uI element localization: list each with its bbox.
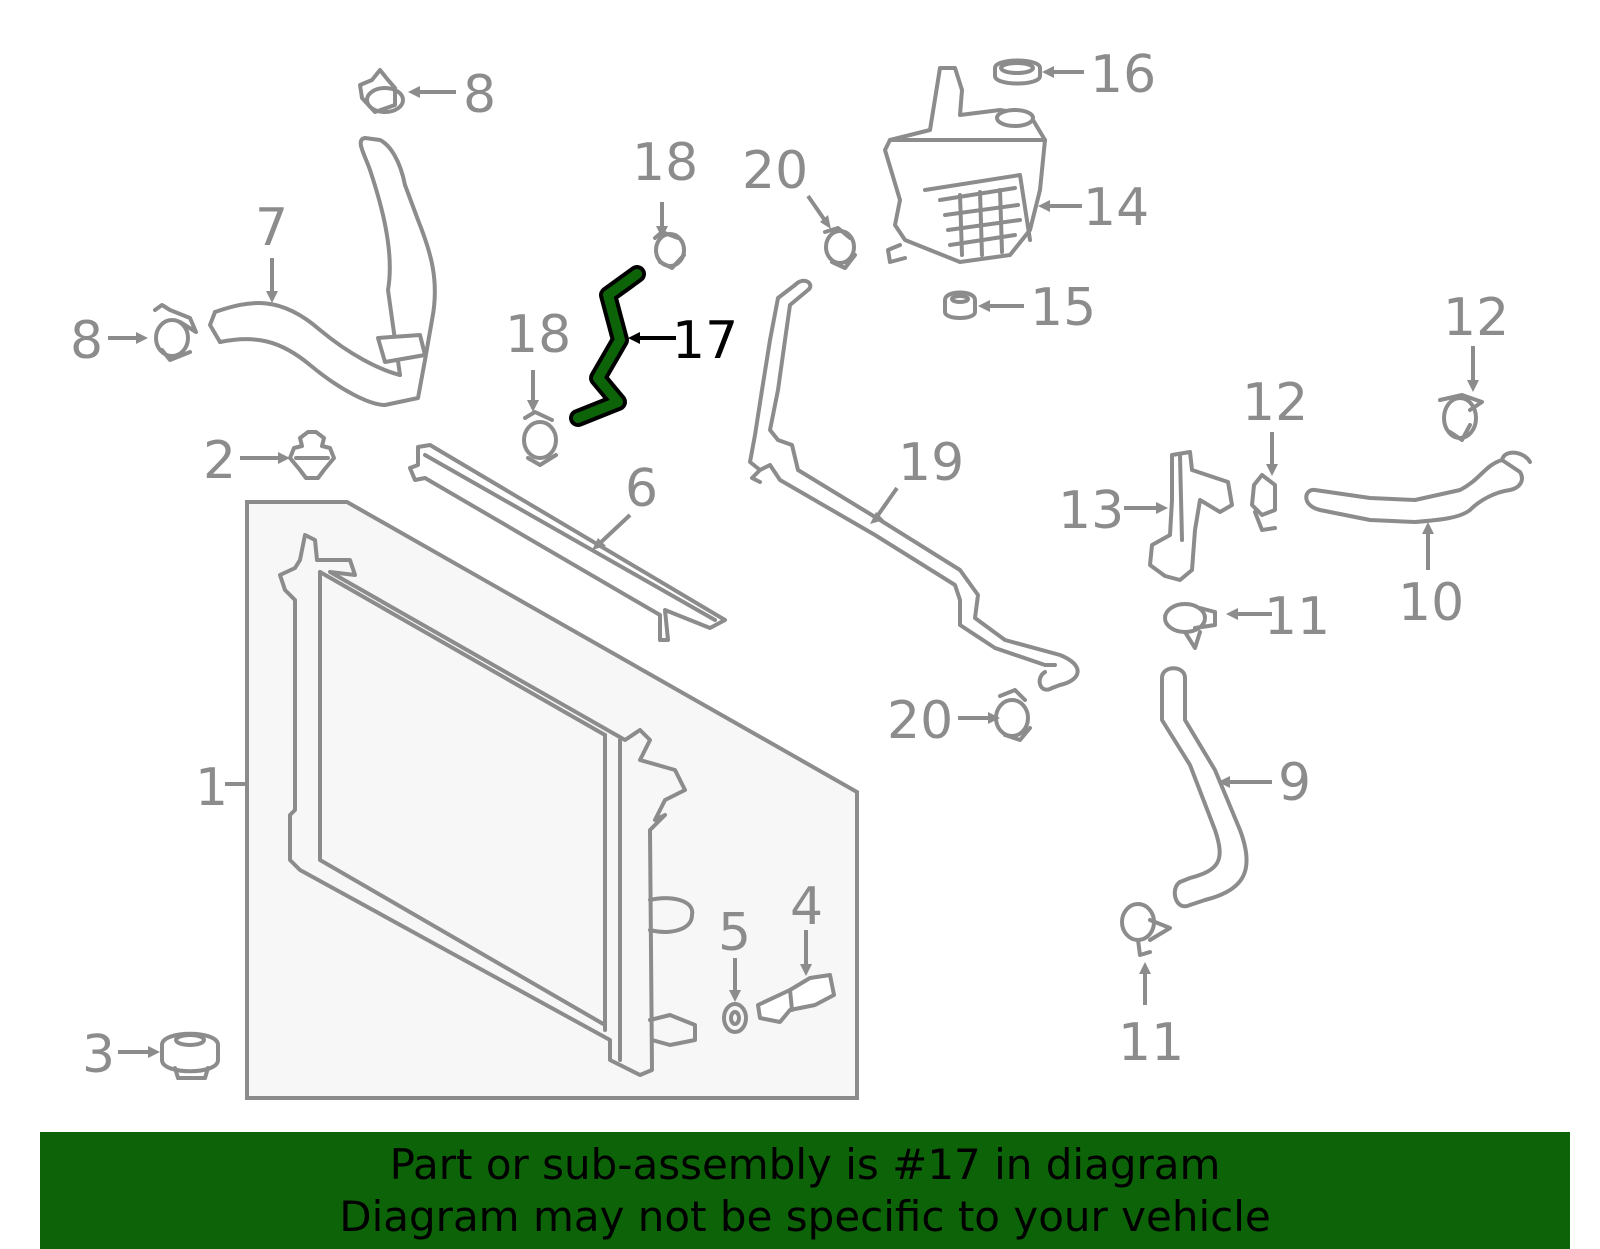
parts-diagram: 1 2 3 4 5 6 7 8 8 9 10 11 11 12 12 13 14…: [70, 45, 1532, 1100]
callout-5: 5: [718, 903, 751, 963]
radiator-assembly: [225, 500, 859, 1100]
callout-10: 10: [1398, 573, 1464, 633]
bypass-pipe: [1124, 450, 1234, 582]
reservoir-tank: [883, 66, 1082, 264]
upper-support: [408, 443, 727, 642]
info-banner: Part or sub-assembly is #17 in diagram D…: [40, 1132, 1570, 1249]
callout-12-mid: 12: [1242, 373, 1308, 433]
callout-3: 3: [82, 1025, 115, 1085]
hose-clamp-left: [108, 303, 198, 362]
cushion: [118, 1031, 220, 1080]
callout-20-top: 20: [742, 141, 808, 201]
callout-13: 13: [1058, 481, 1124, 541]
callout-19: 19: [898, 433, 964, 493]
callout-20-bottom: 20: [887, 691, 953, 751]
hose-clamp-20-bottom: [958, 688, 1032, 742]
grommet: [943, 290, 1024, 320]
hose-clamp-12-left: [1250, 432, 1278, 532]
callout-11-top: 11: [1264, 587, 1330, 647]
drain-cock: [756, 930, 836, 1024]
lower-hose: [1160, 666, 1272, 909]
banner-line-1: Part or sub-assembly is #17 in diagram: [389, 1139, 1221, 1189]
callout-18-top: 18: [632, 133, 698, 193]
water-pipe: [748, 278, 1080, 692]
callout-4: 4: [790, 877, 823, 937]
hose-clamp-18-top: [653, 202, 686, 270]
upper-radiator-hose: [208, 136, 437, 407]
callout-11-bottom: 11: [1118, 1013, 1184, 1073]
callout-8-top: 8: [463, 65, 496, 125]
callout-labels: 1 2 3 4 5 6 7 8 8 9 10 11 11 12 12 13 14…: [70, 45, 1509, 1085]
callout-17: 17: [672, 311, 738, 371]
callout-14: 14: [1083, 178, 1149, 238]
callout-7: 7: [255, 198, 288, 258]
callout-16: 16: [1090, 45, 1156, 105]
hose-clamp-11-top: [1163, 602, 1272, 650]
banner-line-2: Diagram may not be specific to your vehi…: [339, 1191, 1271, 1241]
heater-hose: [1304, 450, 1532, 570]
hose-clamp-top: [358, 68, 456, 114]
drain-plug: [240, 430, 336, 480]
hose-17-highlighted: [569, 265, 676, 427]
hose-clamp-18-bottom: [522, 370, 558, 467]
callout-18-bottom: 18: [505, 305, 571, 365]
callout-6: 6: [625, 459, 658, 519]
hose-clamp-20-top: [806, 194, 857, 270]
callout-12-right: 12: [1443, 288, 1509, 348]
callout-8-left: 8: [70, 311, 103, 371]
cap-gasket: [993, 58, 1084, 86]
callout-9: 9: [1278, 753, 1311, 813]
callout-1: 1: [195, 758, 228, 818]
o-ring: [722, 958, 748, 1034]
callout-2: 2: [203, 431, 236, 491]
callout-15: 15: [1030, 278, 1096, 338]
hose-clamp-12-right: [1438, 346, 1484, 442]
hose-clamp-11-bottom: [1120, 902, 1172, 1005]
